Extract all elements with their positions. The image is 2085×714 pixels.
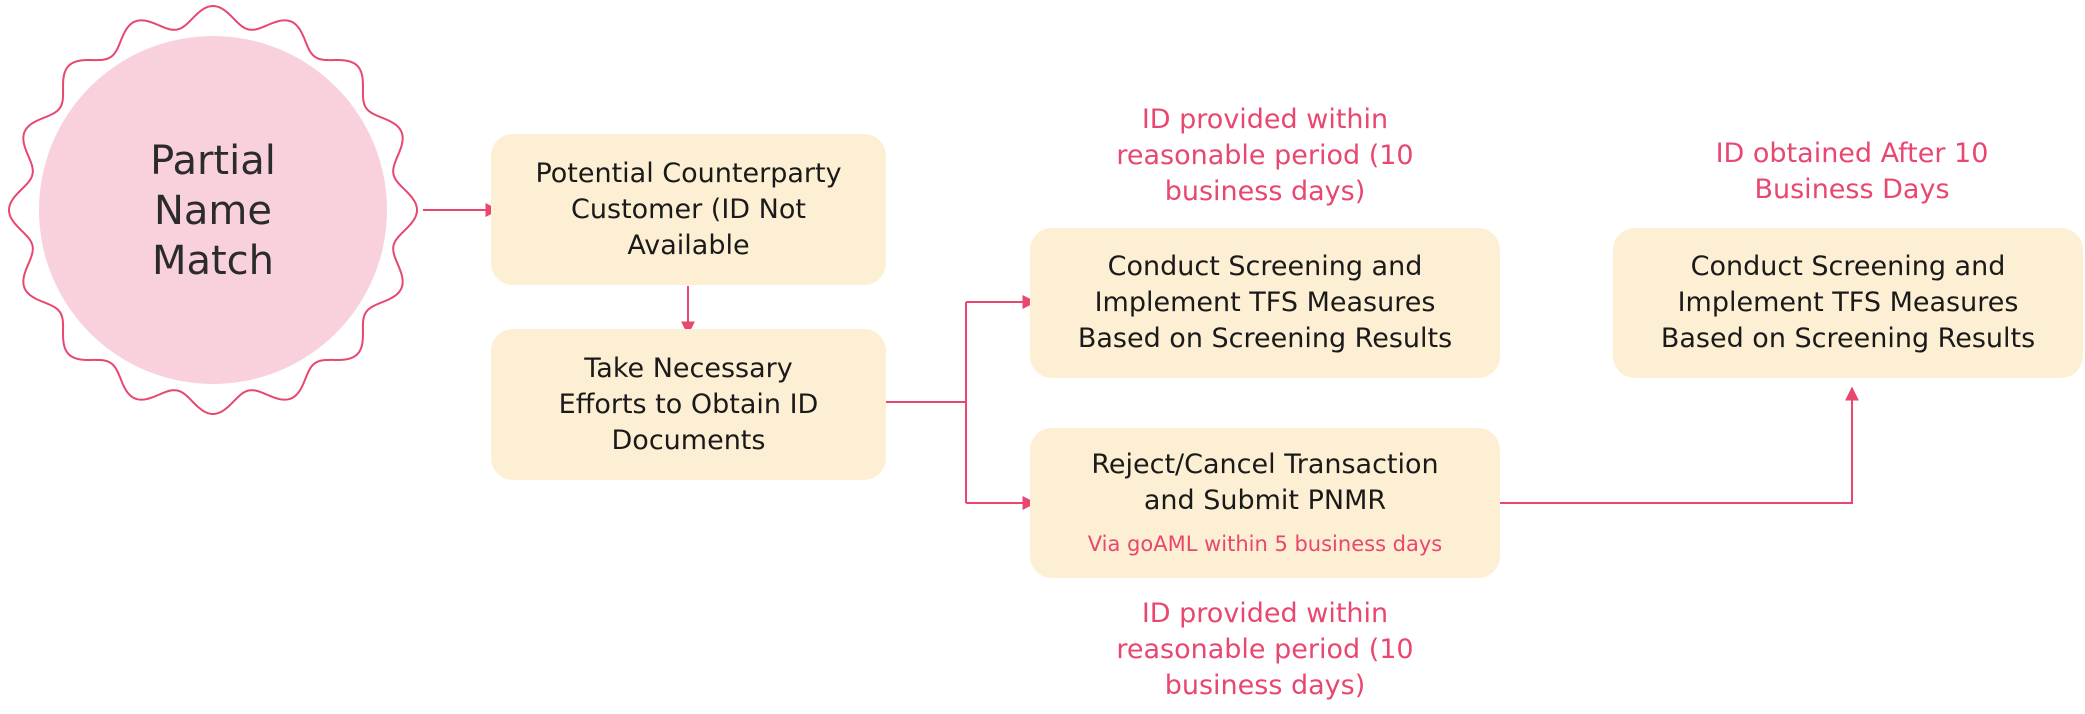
box-line: Customer (ID Not — [571, 193, 806, 225]
note-line: ID provided within — [1141, 598, 1389, 629]
box-line: Conduct Screening and — [1107, 251, 1423, 282]
box-line: Efforts to Obtain ID — [558, 388, 819, 420]
note-id-provided-bottom: ID provided within reasonable period (10… — [1030, 596, 1500, 704]
box-line: Take Necessary — [584, 352, 793, 384]
connector-reject-to-screening-b — [1500, 386, 1859, 504]
badge-wavy-outline — [7, 4, 419, 416]
box-line: Based on Screening Results — [1660, 323, 2036, 354]
box-line: Reject/Cancel Transaction — [1091, 449, 1439, 480]
efforts-box: Take Necessary Efforts to Obtain ID Docu… — [491, 329, 886, 480]
note-line: business days) — [1164, 176, 1366, 207]
screening-box-a: Conduct Screening and Implement TFS Meas… — [1030, 228, 1500, 378]
note-id-obtained-after: ID obtained After 10 Business Days — [1612, 136, 2085, 208]
reject-box-subtext: Via goAML within 5 business days — [1087, 532, 1443, 556]
box-line: Potential Counterparty — [535, 157, 842, 189]
box-line: Based on Screening Results — [1077, 323, 1453, 354]
note-line: ID obtained After 10 — [1715, 138, 1989, 169]
box-line: Implement TFS Measures — [1094, 287, 1436, 318]
note-line: Business Days — [1754, 174, 1950, 205]
badge-label-line: Match — [151, 238, 275, 284]
box-line: Available — [627, 229, 750, 261]
counterparty-box: Potential Counterparty Customer (ID Not … — [491, 134, 886, 285]
reject-box: Reject/Cancel Transaction and Submit PNM… — [1030, 428, 1500, 578]
badge-label-line: Name — [153, 188, 272, 234]
box-line: and Submit PNMR — [1143, 485, 1387, 516]
screening-box-b: Conduct Screening and Implement TFS Meas… — [1613, 228, 2083, 378]
badge-label-line: Partial — [150, 138, 276, 184]
note-line: ID provided within — [1141, 104, 1389, 135]
note-line: business days) — [1164, 670, 1366, 701]
badge-circle — [39, 36, 387, 384]
box-line: Documents — [611, 424, 766, 456]
box-line: Conduct Screening and — [1690, 251, 2006, 282]
box-line: Implement TFS Measures — [1677, 287, 2019, 318]
note-line: reasonable period (10 — [1116, 634, 1414, 665]
note-id-provided-top: ID provided within reasonable period (10… — [1030, 102, 1500, 210]
note-line: reasonable period (10 — [1116, 140, 1414, 171]
badge-label: Partial Name Match — [38, 36, 388, 386]
